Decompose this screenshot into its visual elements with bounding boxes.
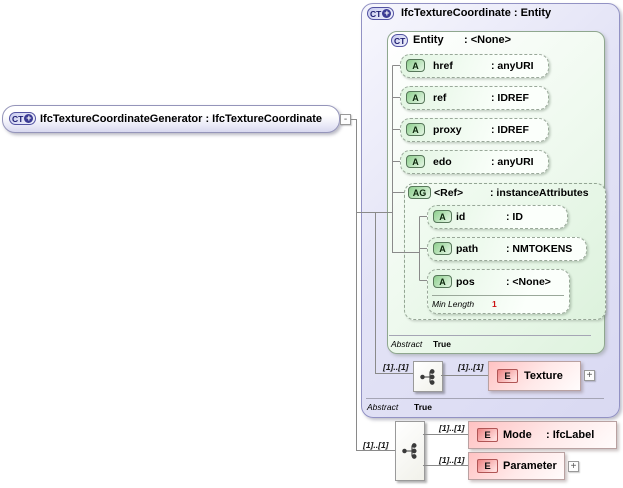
attribute-group-icon: AG	[408, 186, 431, 199]
expand-toggle-parameter[interactable]: +	[568, 461, 579, 472]
attribute-row-edo[interactable]: A edo : anyURI	[400, 150, 549, 174]
attribute-icon: A	[406, 155, 425, 168]
attribute-type: : anyURI	[491, 156, 534, 168]
element-name: Parameter	[503, 460, 557, 472]
facet-divider	[389, 335, 591, 336]
attribute-group-name: <Ref>	[434, 187, 464, 199]
expand-toggle-texture[interactable]: +	[584, 370, 595, 381]
sequence-connector-inner[interactable]	[413, 361, 443, 392]
min-length-facet-value: 1	[492, 299, 497, 309]
attribute-row-id[interactable]: A id : ID	[427, 205, 568, 229]
sequence-icon	[420, 368, 435, 385]
element-icon: E	[477, 459, 498, 473]
complextype-derived-icon: CT +	[367, 7, 395, 20]
ct-icon-label: CT	[12, 113, 24, 124]
sequence-icon	[402, 443, 417, 459]
complextype-icon: CT	[391, 34, 409, 47]
attribute-icon: A	[433, 242, 452, 255]
collapse-toggle-root[interactable]: -	[340, 114, 351, 125]
attribute-name: edo	[433, 156, 452, 168]
element-type: : IfcLabel	[546, 429, 595, 441]
attribute-group-type: : instanceAttributes	[490, 187, 589, 199]
occurrence-label: [1]..[1]	[383, 362, 409, 372]
root-element-label: IfcTextureCoordinateGenerator : IfcTextu…	[40, 113, 322, 125]
attribute-icon: A	[433, 275, 452, 288]
element-box-mode[interactable]: E Mode : IfcLabel	[468, 421, 617, 449]
element-box-texture[interactable]: E Texture	[488, 361, 581, 391]
attribute-row-pos[interactable]: A pos : <None> Min Length 1	[427, 269, 570, 314]
ct-icon-label: CT	[370, 8, 382, 19]
attribute-row-path[interactable]: A path : NMTOKENS	[427, 237, 587, 261]
attribute-icon: A	[433, 210, 452, 223]
entity-type: : <None>	[464, 34, 512, 46]
attribute-name: ref	[433, 92, 447, 104]
attribute-icon: A	[406, 123, 425, 136]
facet-divider	[366, 398, 604, 399]
root-element-box[interactable]: CT + IfcTextureCoordinateGenerator : Ifc…	[2, 105, 340, 133]
attribute-name: path	[456, 243, 479, 255]
ct-icon-label: CT	[394, 35, 406, 46]
attribute-name: id	[456, 211, 466, 223]
attribute-name: pos	[456, 276, 475, 288]
plus-badge-icon: +	[24, 113, 34, 123]
occurrence-label: [1]..[1]	[363, 440, 389, 450]
min-length-facet-label: Min Length	[432, 299, 475, 309]
attribute-type: : <None>	[506, 276, 551, 288]
complextype-derived-icon: CT +	[9, 112, 37, 125]
element-name: Texture	[524, 370, 563, 382]
attribute-icon: A	[406, 59, 425, 72]
element-name: Mode	[503, 429, 532, 441]
attribute-row-ref[interactable]: A ref : IDREF	[400, 86, 549, 110]
abstract-facet-value-outer: True	[414, 402, 432, 412]
occurrence-label: [1]..[1]	[439, 423, 465, 433]
element-box-parameter[interactable]: E Parameter	[468, 452, 565, 480]
abstract-facet-value-inner: True	[433, 339, 451, 349]
occurrence-label: [1]..[1]	[458, 362, 484, 372]
sequence-connector-root[interactable]	[395, 421, 425, 481]
attribute-type: : anyURI	[491, 60, 534, 72]
abstract-facet-label-outer: Abstract	[367, 402, 399, 412]
attribute-name: href	[433, 60, 453, 72]
attribute-name: proxy	[433, 124, 462, 136]
facet-divider	[432, 295, 564, 296]
attribute-type: : IDREF	[491, 124, 529, 136]
occurrence-label: [1]..[1]	[439, 455, 465, 465]
element-icon: E	[477, 428, 498, 442]
entity-name: Entity	[413, 34, 444, 46]
attribute-type: : NMTOKENS	[506, 243, 573, 255]
attribute-row-proxy[interactable]: A proxy : IDREF	[400, 118, 549, 142]
attribute-type: : IDREF	[491, 92, 529, 104]
attribute-type: : ID	[506, 211, 523, 223]
plus-badge-icon: +	[382, 8, 392, 18]
type-box-title: IfcTextureCoordinate : Entity	[401, 7, 552, 19]
abstract-facet-label-inner: Abstract	[391, 339, 423, 349]
element-icon: E	[497, 369, 518, 383]
attribute-icon: A	[406, 91, 425, 104]
attribute-row-href[interactable]: A href : anyURI	[400, 54, 549, 78]
